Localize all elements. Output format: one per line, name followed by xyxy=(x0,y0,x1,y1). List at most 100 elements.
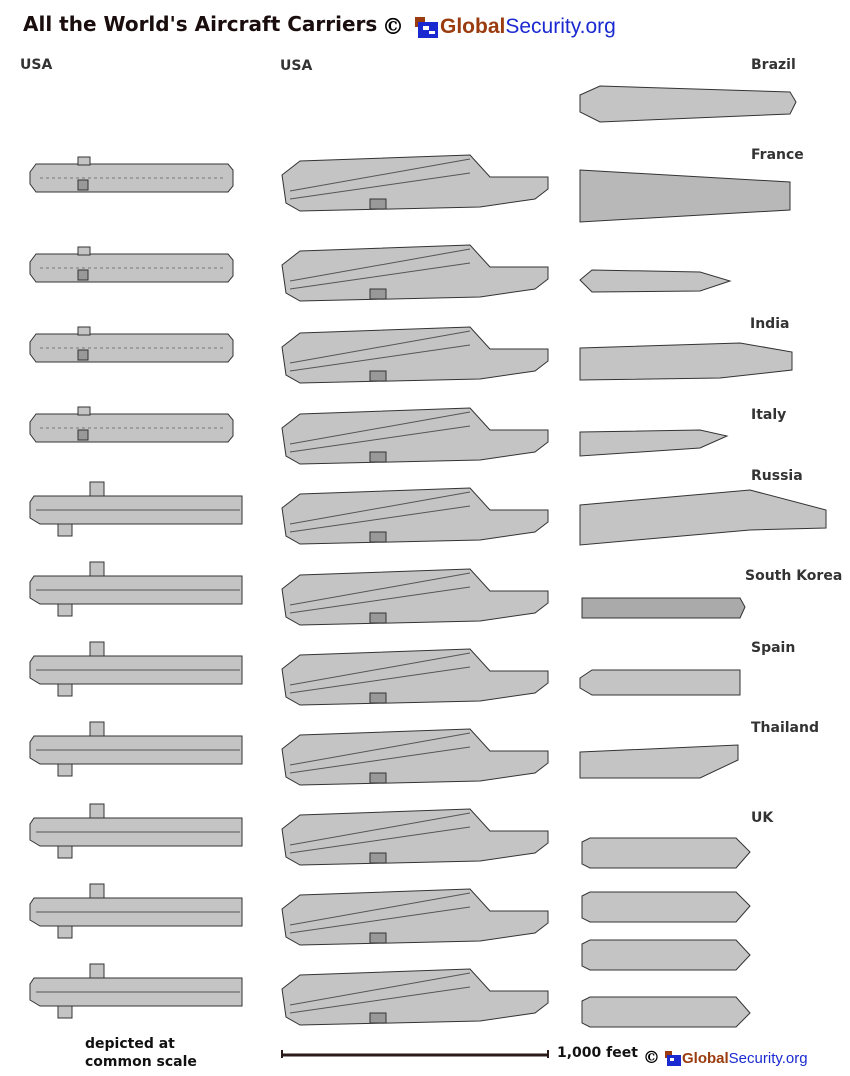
angled-deck-line xyxy=(289,505,471,533)
angled-deck-line xyxy=(289,892,471,926)
country-label-india: India xyxy=(750,316,790,332)
spain-carrier xyxy=(579,669,741,696)
middle-column-label: USA xyxy=(280,58,313,74)
angled-deck-line xyxy=(289,262,471,290)
logo-text: Security.org xyxy=(505,15,616,38)
country-label-italy: Italy xyxy=(751,407,787,423)
country-label-brazil: Brazil xyxy=(751,57,796,73)
elevator xyxy=(57,925,73,939)
supercarrier-silhouette xyxy=(281,968,549,1026)
angled-deck-line xyxy=(289,652,471,686)
island xyxy=(77,156,91,166)
angled-deck-line xyxy=(289,491,471,525)
elevator xyxy=(57,603,73,617)
supercarrier-silhouette xyxy=(281,888,549,946)
supercarrier-silhouette xyxy=(281,326,549,384)
scale-note: depicted at common scale xyxy=(85,1035,197,1071)
elevator xyxy=(57,1005,73,1019)
angled-deck-line xyxy=(289,732,471,766)
scale-note-line1: depicted at xyxy=(85,1036,175,1052)
island xyxy=(369,612,387,624)
france-carrier-small xyxy=(579,269,732,293)
island xyxy=(369,198,387,210)
page-title: All the World's Aircraft Carriers xyxy=(23,12,378,36)
island xyxy=(369,692,387,704)
island xyxy=(89,641,105,657)
island xyxy=(369,772,387,784)
island xyxy=(89,721,105,737)
island xyxy=(89,883,105,899)
angled-deck-line xyxy=(289,425,471,453)
angled-deck-line xyxy=(289,972,471,1006)
island xyxy=(369,1012,387,1024)
angled-deck-line xyxy=(289,572,471,606)
angled-deck-line xyxy=(289,906,471,934)
left-column-label: USA xyxy=(20,57,53,73)
elevator xyxy=(57,845,73,859)
island xyxy=(77,406,91,416)
elevator xyxy=(57,763,73,777)
island xyxy=(369,288,387,300)
footer-copyright-symbol: © xyxy=(643,1048,660,1068)
uk-carrier xyxy=(581,996,751,1028)
angled-deck-line xyxy=(289,666,471,694)
country-label-france: France xyxy=(751,147,804,163)
france-carrier xyxy=(579,169,791,223)
supercarrier-silhouette xyxy=(281,407,549,465)
supercarrier-silhouette xyxy=(281,568,549,626)
island xyxy=(369,451,387,463)
logo-text-bold: Global xyxy=(440,15,506,38)
island xyxy=(77,326,91,336)
footer-logo-text-bold: Global xyxy=(682,1049,729,1067)
supercarrier-silhouette xyxy=(281,728,549,786)
italy-carrier xyxy=(579,429,729,457)
island xyxy=(89,481,105,497)
elevator xyxy=(57,523,73,537)
thailand-carrier xyxy=(579,744,739,779)
supercarrier-silhouette xyxy=(281,244,549,302)
uk-carrier xyxy=(581,939,751,971)
country-label-thailand: Thailand xyxy=(751,720,819,736)
scale-note-line2: common scale xyxy=(85,1054,197,1070)
island xyxy=(369,531,387,543)
angled-deck-line xyxy=(289,411,471,445)
scale-label: 1,000 feet xyxy=(557,1045,638,1061)
island xyxy=(369,852,387,864)
island xyxy=(369,932,387,944)
country-label-uk: UK xyxy=(751,810,774,826)
angled-deck-line xyxy=(289,746,471,774)
angled-deck-line xyxy=(289,986,471,1014)
angled-deck-line xyxy=(289,812,471,846)
supercarrier-silhouette xyxy=(281,154,549,212)
south-korea-carrier xyxy=(581,597,746,619)
angled-deck-line xyxy=(289,586,471,614)
elevator xyxy=(57,683,73,697)
angled-deck-line xyxy=(289,172,471,200)
island xyxy=(89,803,105,819)
footer-logo-text: Security.org xyxy=(728,1049,808,1067)
angled-deck-line xyxy=(289,158,471,192)
footer-logo-icon xyxy=(665,1051,681,1066)
uk-carrier xyxy=(581,837,751,869)
country-label-spain: Spain xyxy=(751,640,796,656)
elevator xyxy=(77,269,89,281)
angled-deck-line xyxy=(289,344,471,372)
supercarrier-silhouette xyxy=(281,648,549,706)
supercarrier-silhouette xyxy=(281,808,549,866)
island xyxy=(89,561,105,577)
angled-deck-line xyxy=(289,248,471,282)
angled-deck-line xyxy=(289,826,471,854)
island xyxy=(77,246,91,256)
angled-deck-line xyxy=(289,330,471,364)
country-label-russia: Russia xyxy=(751,468,803,484)
uk-carrier xyxy=(581,891,751,923)
russia-carrier xyxy=(579,489,827,546)
elevator xyxy=(77,179,89,191)
island xyxy=(89,963,105,979)
island xyxy=(369,370,387,382)
elevator xyxy=(77,429,89,441)
